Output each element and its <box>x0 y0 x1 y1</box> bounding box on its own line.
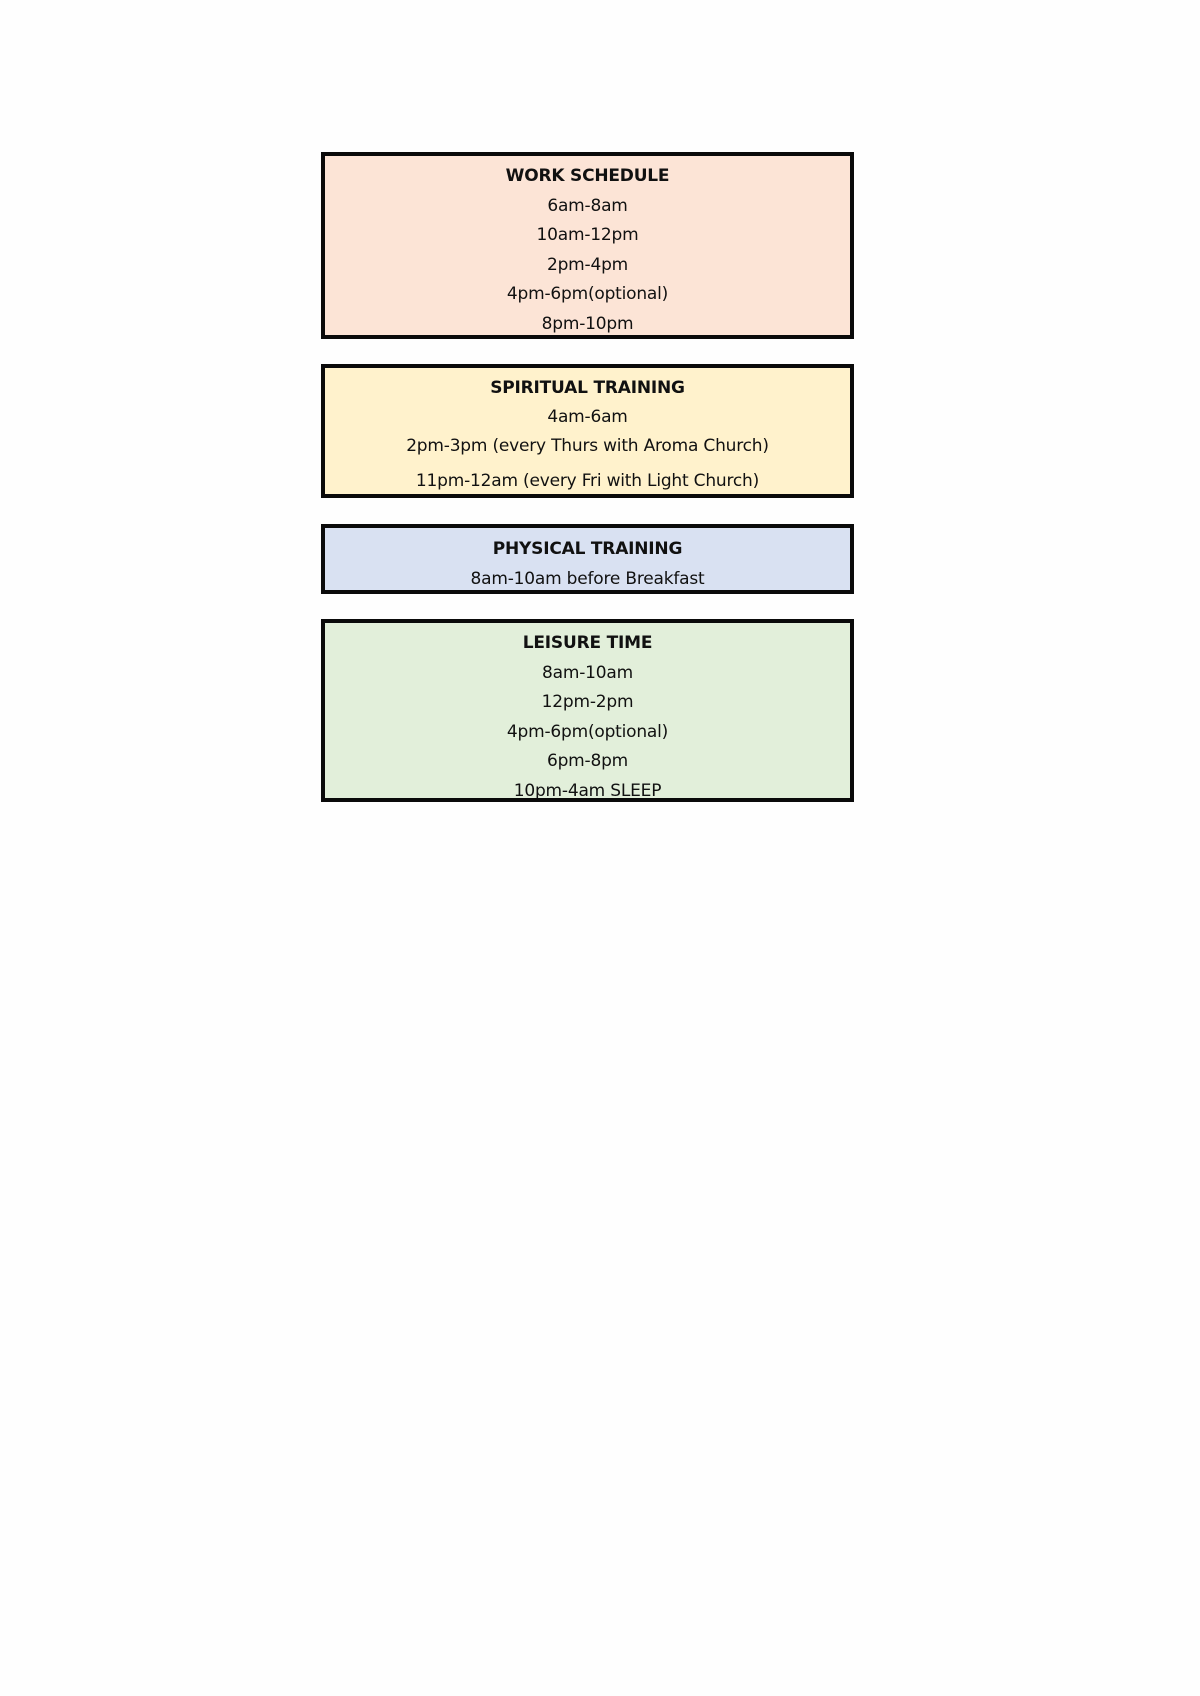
work-schedule-line: 2pm-4pm <box>546 254 629 275</box>
work-schedule-line: 8pm-10pm <box>541 313 634 334</box>
spiritual-training-line: 4am-6am <box>547 407 628 427</box>
spiritual-training-line: 11pm-12am (every Fri with Light Church) <box>415 471 760 491</box>
leisure-time-box: LEISURE TIME 8am-10am 12pm-2pm 4pm-6pm(o… <box>321 619 854 802</box>
work-schedule-box: WORK SCHEDULE 6am-8am 10am-12pm 2pm-4pm … <box>321 152 854 339</box>
physical-training-box: PHYSICAL TRAINING 8am-10am before Breakf… <box>321 524 854 594</box>
leisure-time-title: LEISURE TIME <box>522 633 653 653</box>
work-schedule-line: 4pm-6pm(optional) <box>506 284 669 305</box>
spiritual-training-box: SPIRITUAL TRAINING 4am-6am 2pm-3pm (ever… <box>321 364 854 498</box>
leisure-time-line: 8am-10am <box>542 662 633 683</box>
spiritual-training-title: SPIRITUAL TRAINING <box>490 378 685 398</box>
work-schedule-title: WORK SCHEDULE <box>505 166 670 186</box>
physical-training-title: PHYSICAL TRAINING <box>492 539 683 559</box>
physical-training-line: 8am-10am before Breakfast <box>470 569 705 589</box>
work-schedule-line: 6am-8am <box>547 195 628 216</box>
leisure-time-line: 10pm-4am SLEEP <box>513 780 662 801</box>
leisure-time-line: 4pm-6pm(optional) <box>506 721 669 742</box>
work-schedule-line: 10am-12pm <box>536 225 639 246</box>
leisure-time-line: 12pm-2pm <box>541 692 634 713</box>
spiritual-training-line: 2pm-3pm (every Thurs with Aroma Church) <box>406 436 769 456</box>
leisure-time-line: 6pm-8pm <box>546 751 629 772</box>
